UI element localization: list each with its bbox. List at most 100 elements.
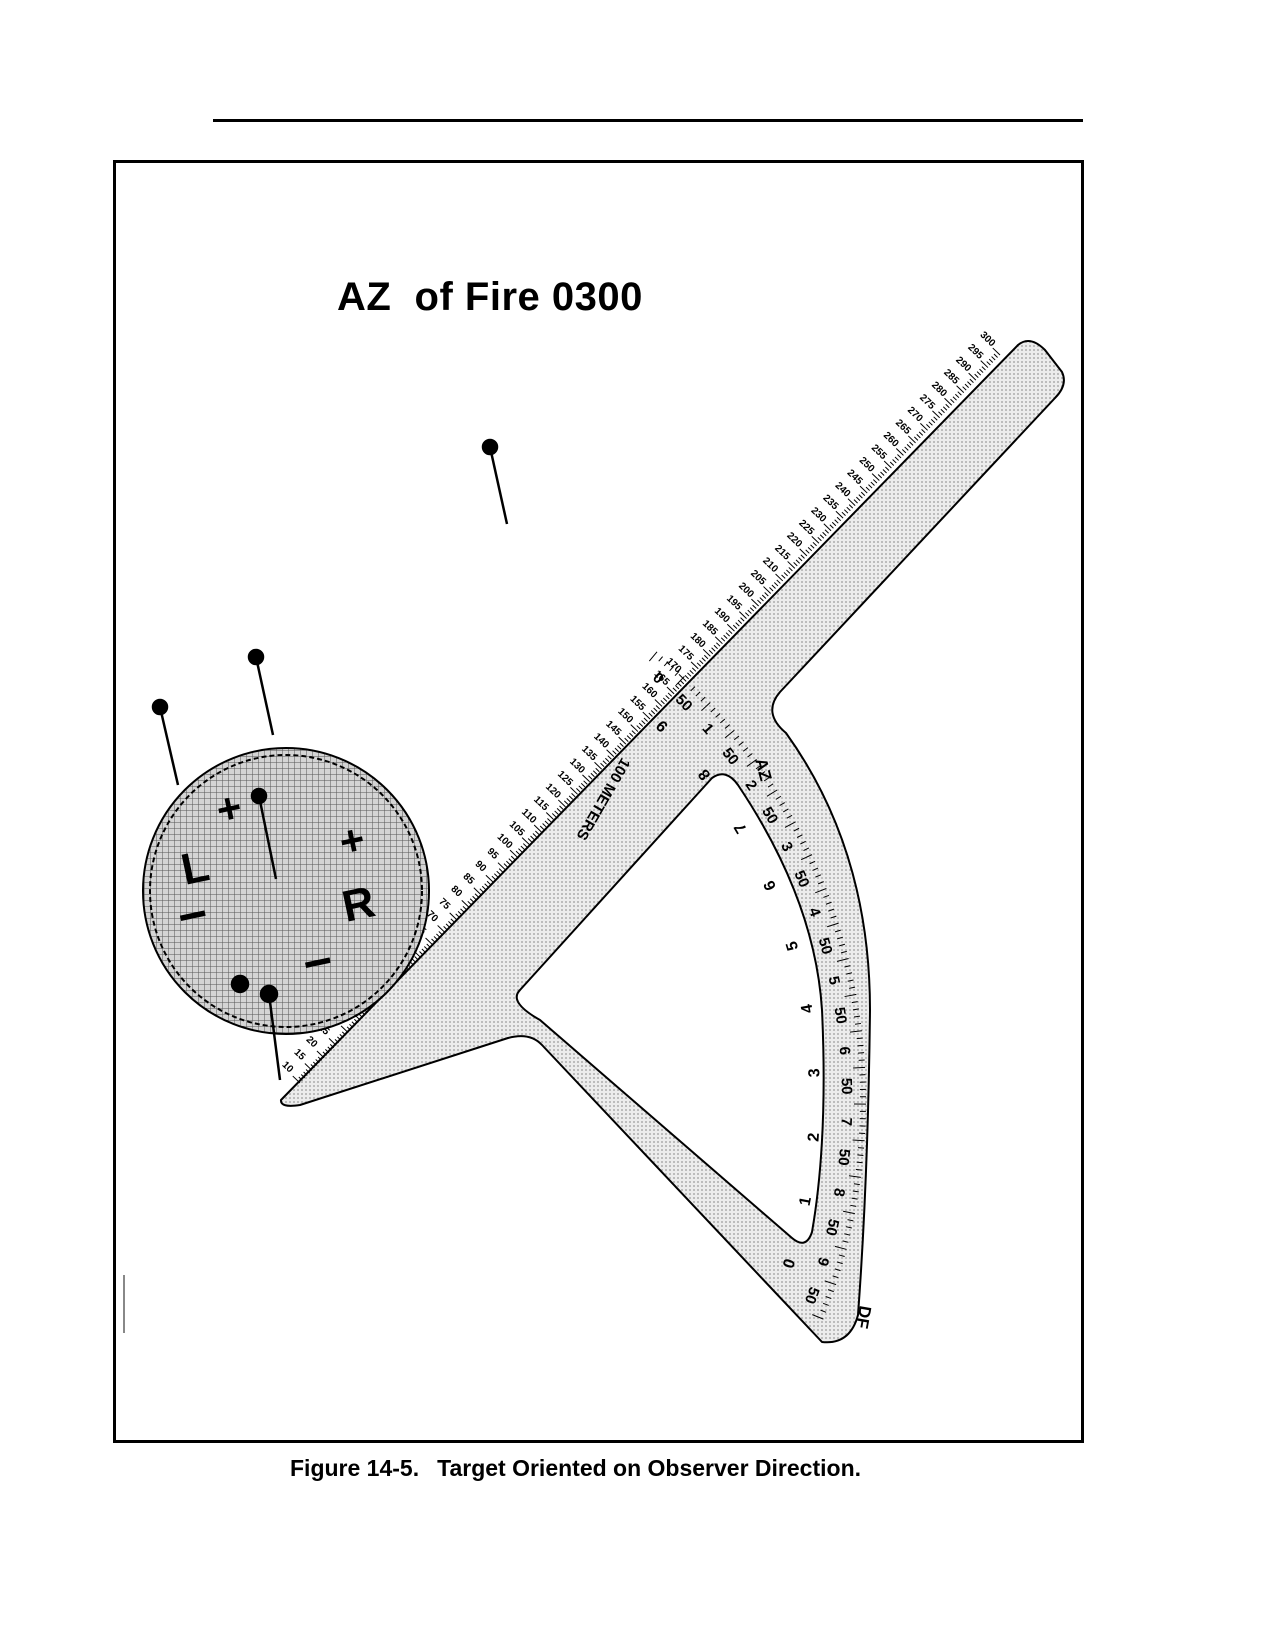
arc-tick <box>800 840 806 845</box>
arc-tick <box>824 1280 837 1286</box>
range-tick <box>642 711 651 720</box>
range-tick <box>708 649 714 655</box>
range-tick <box>703 654 709 660</box>
range-tick <box>831 521 837 527</box>
range-tick <box>992 347 1001 356</box>
range-scale-label: 115 <box>531 794 551 813</box>
range-tick <box>576 787 581 793</box>
range-tick <box>880 471 885 476</box>
range-tick <box>764 592 769 597</box>
arc-tick <box>747 753 753 758</box>
arc-tick <box>834 1268 841 1272</box>
arc-tick <box>847 1219 854 1222</box>
arc-tick <box>838 1254 845 1258</box>
range-tick <box>315 1059 320 1064</box>
arc-tick <box>700 696 706 702</box>
range-tick <box>763 586 772 594</box>
range-tick <box>907 435 916 444</box>
range-tick <box>962 386 967 391</box>
range-tick <box>775 573 784 582</box>
arc-tick <box>852 1139 865 1142</box>
range-tick <box>590 772 595 778</box>
range-scale-label: 280 <box>929 380 949 400</box>
range-tick <box>353 1018 359 1024</box>
range-tick <box>322 1051 327 1056</box>
range-tick <box>570 787 578 795</box>
range-scale-label: 210 <box>760 556 780 576</box>
range-tick <box>793 562 798 567</box>
range-tick <box>805 549 810 554</box>
range-tick <box>606 749 615 758</box>
arc-tick <box>851 1001 858 1004</box>
range-tick <box>938 411 943 416</box>
arc-tick <box>849 1030 862 1033</box>
range-tick <box>930 418 936 424</box>
range-tick <box>771 584 776 589</box>
range-tick <box>993 353 998 358</box>
caption-text: Target Oriented on Observer Direction. <box>437 1455 862 1481</box>
arc-tick <box>822 1302 829 1306</box>
range-tick <box>714 636 723 645</box>
range-tick <box>738 611 747 619</box>
arc-tick <box>853 1183 860 1186</box>
range-tick <box>292 1075 301 1084</box>
range-tick <box>858 494 863 499</box>
range-tick <box>933 416 938 421</box>
range-tick <box>913 436 919 441</box>
arc-tick <box>856 1037 863 1040</box>
arc-inner-label: 4 <box>798 1003 816 1015</box>
arc-tick <box>755 765 762 770</box>
range-tick <box>457 910 463 916</box>
range-tick <box>834 519 839 524</box>
range-tick <box>650 710 656 715</box>
range-tick <box>493 873 499 878</box>
range-tick <box>786 569 791 574</box>
arc-tick <box>715 713 721 718</box>
arc-tick <box>746 759 757 767</box>
range-tick <box>443 926 448 931</box>
pin-disk-bottom-a <box>230 974 250 994</box>
range-tick <box>980 360 989 368</box>
range-tick <box>761 594 767 599</box>
range-tick <box>328 1038 337 1046</box>
range-scale-label: 75 <box>436 896 452 912</box>
range-tick <box>894 456 899 461</box>
range-tick <box>988 358 994 363</box>
range-tick <box>600 762 605 768</box>
range-tick <box>626 735 632 740</box>
range-tick <box>481 885 487 891</box>
range-tick <box>690 661 699 670</box>
range-tick <box>358 1013 364 1019</box>
range-tick <box>484 883 489 888</box>
range-tick <box>892 459 897 464</box>
arc-tick <box>853 1015 861 1018</box>
arc-outer-label: 7 <box>837 1117 854 1126</box>
range-tick <box>918 431 924 436</box>
arc-tick <box>803 847 810 852</box>
arc-tick <box>763 777 770 782</box>
range-tick <box>496 870 501 876</box>
arc-tick <box>823 894 830 898</box>
range-tick <box>745 612 750 617</box>
range-tick <box>665 695 670 700</box>
range-tick <box>563 800 569 805</box>
arc-tick <box>733 735 740 741</box>
range-tick <box>944 397 953 406</box>
range-tick <box>976 371 982 376</box>
arc-tick <box>854 1022 862 1025</box>
range-tick <box>868 484 873 489</box>
arc-outer-label: 50 <box>815 936 836 957</box>
range-tick <box>340 1025 349 1034</box>
range-tick <box>865 486 871 491</box>
range-tick <box>969 378 974 383</box>
range-scale-label: 185 <box>700 618 720 638</box>
range-tick <box>559 805 564 810</box>
range-tick <box>835 510 844 519</box>
scan-margin-mark <box>123 1275 125 1333</box>
range-tick <box>450 918 455 923</box>
arc-tick <box>724 724 730 729</box>
arc-tick <box>648 651 658 662</box>
range-tick <box>735 622 740 627</box>
range-tick <box>672 687 677 692</box>
range-scale-label: 295 <box>965 342 985 362</box>
